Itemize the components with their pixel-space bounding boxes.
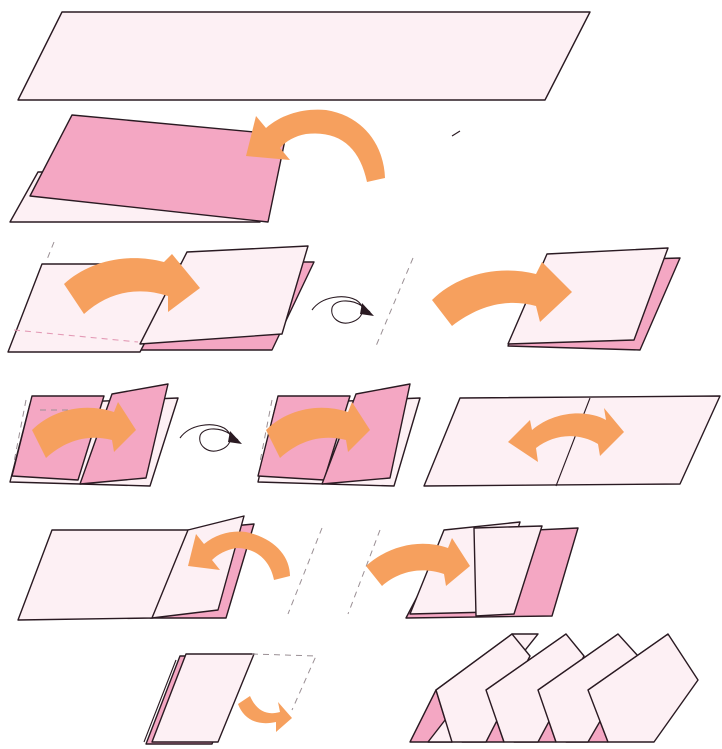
step-11-fold-right — [348, 522, 578, 618]
step-9-unfold — [424, 396, 720, 486]
step-11-fold-arrow-icon — [366, 538, 470, 586]
step-4-turn-over — [312, 258, 413, 346]
step-1-paper-strip — [18, 12, 590, 100]
step-12-small-booklet — [144, 654, 316, 744]
step-13-accordion-result — [410, 634, 698, 742]
step-12-small-fold-arrow-icon — [238, 696, 292, 732]
step-5-valley-fold-right — [432, 248, 680, 350]
step-10-fold-left — [18, 516, 322, 620]
step-3-valley-fold — [8, 242, 314, 352]
step-6-book-fold — [10, 384, 178, 486]
step-8-book-fold — [258, 384, 420, 486]
step-7-turn-over — [180, 425, 242, 451]
step-2-fold-in-half — [10, 110, 460, 222]
